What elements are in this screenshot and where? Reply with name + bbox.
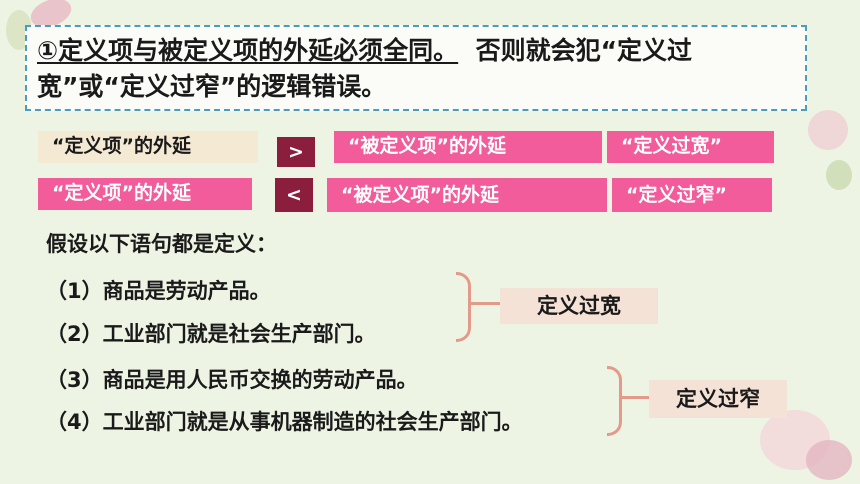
row1-definiendum-box: “被定义项”的外延 <box>334 131 602 163</box>
less-than-symbol: < <box>275 178 313 212</box>
intro-consequence: 否则就会犯“定义过 <box>475 36 693 65</box>
intro-line-1: ①定义项与被定义项的外延必须全同。 否则就会犯“定义过 <box>37 33 692 69</box>
overbroad-label: 定义过宽 <box>500 288 658 324</box>
row1-definiens-box: “定义项”的外延 <box>38 131 258 163</box>
overnarrow-label: 定义过窄 <box>649 380 787 418</box>
intro-box: ①定义项与被定义项的外延必须全同。 否则就会犯“定义过 宽”或“定义过窄”的逻辑… <box>25 25 807 111</box>
flower-decoration <box>806 440 852 480</box>
leaf-decoration <box>826 160 852 190</box>
brace-connector <box>470 302 500 305</box>
example-item: （2）工业部门就是社会生产部门。 <box>46 322 376 346</box>
example-item: （1）商品是劳动产品。 <box>46 279 271 303</box>
flower-decoration <box>808 110 848 150</box>
intro-line-2: 宽”或“定义过窄”的逻辑错误。 <box>37 72 387 101</box>
intro-rule: ①定义项与被定义项的外延必须全同。 <box>37 36 459 65</box>
brace-connector <box>621 396 649 399</box>
row1-result-box: “定义过宽” <box>607 131 774 163</box>
right-brace-icon <box>607 366 622 436</box>
row2-definiendum-box: “被定义项”的外延 <box>327 178 607 212</box>
row2-result-box: “定义过窄” <box>612 178 772 212</box>
example-item: （4）工业部门就是从事机器制造的社会生产部门。 <box>46 410 523 434</box>
row2-definiens-box: “定义项”的外延 <box>38 178 252 210</box>
examples-heading: 假设以下语句都是定义： <box>46 232 277 256</box>
greater-than-symbol: > <box>277 137 315 167</box>
right-brace-icon <box>456 272 471 342</box>
example-item: （3）商品是用人民币交换的劳动产品。 <box>46 368 418 392</box>
